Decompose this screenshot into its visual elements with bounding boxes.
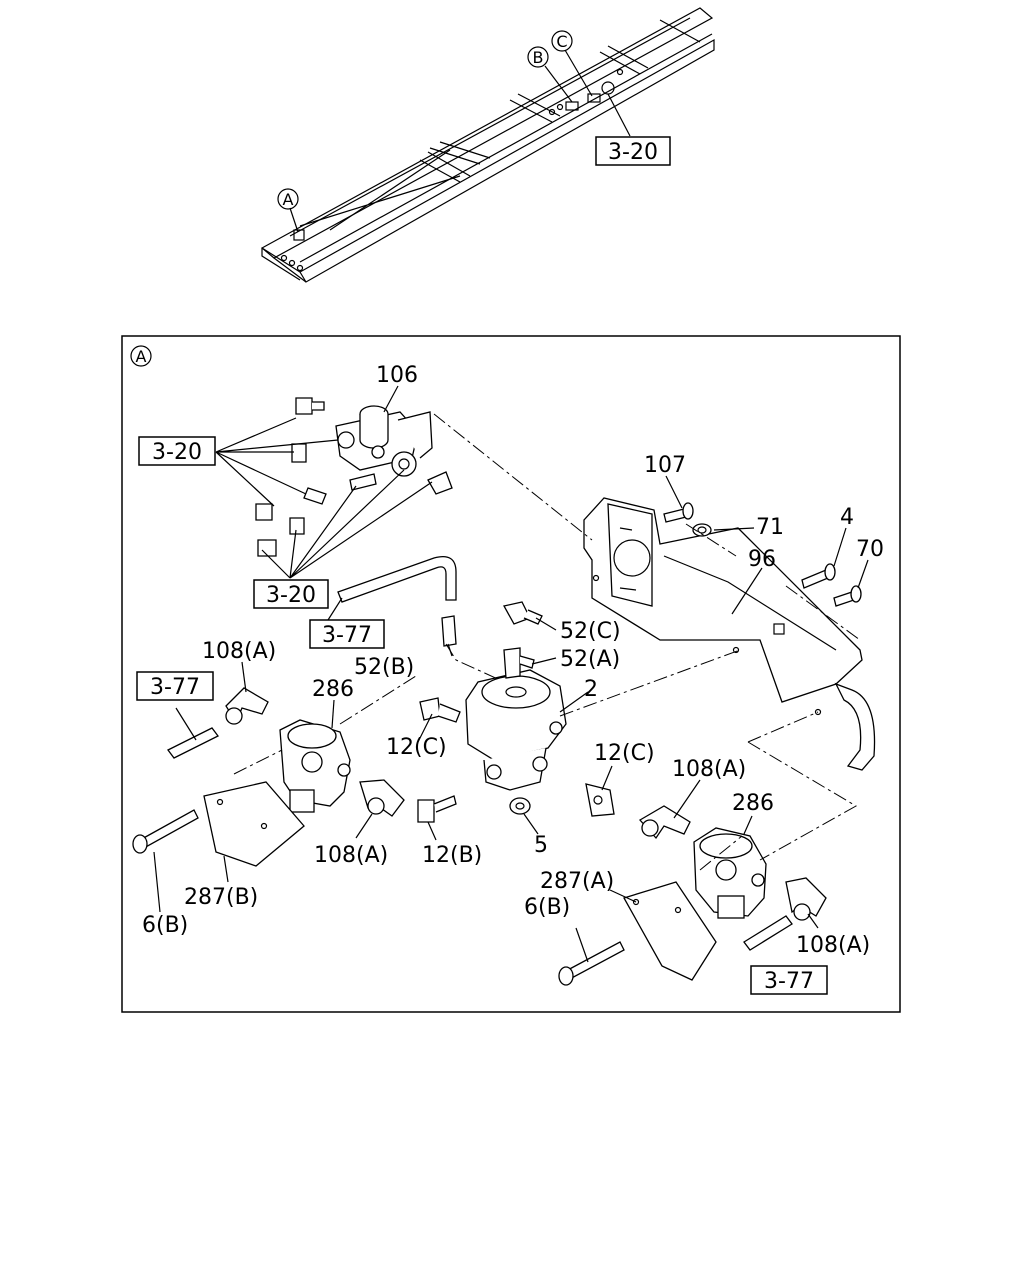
label-108a-right-bottom: 108(A): [796, 933, 870, 958]
label-6b-left: 6(B): [142, 913, 188, 938]
fitting-12b: [417, 795, 457, 823]
fittings-3-20-group: [255, 397, 453, 557]
bolt-4: [801, 563, 836, 589]
callout-top-b-text: B: [533, 48, 544, 67]
callout-top-a-text: A: [283, 190, 294, 209]
bolt-6b-right: [558, 941, 625, 986]
label-287b: 287(B): [184, 885, 258, 910]
callout-top-c: C: [551, 30, 573, 52]
fitting-52b: [441, 615, 457, 647]
label-5: 5: [534, 833, 548, 858]
label-6b-right: 6(B): [524, 895, 570, 920]
ref-box-3-20-mid: 3-20: [253, 579, 329, 609]
label-52b: 52(B): [354, 655, 414, 680]
label-52a: 52(A): [560, 647, 620, 672]
bracket-96: [583, 497, 876, 771]
svg-text:3-20: 3-20: [608, 140, 658, 165]
bolt-107: [663, 502, 694, 523]
label-286-right: 286: [732, 791, 774, 816]
bolt-6b-left: [132, 809, 199, 854]
label-12b: 12(B): [422, 843, 482, 868]
label-108a-top: 108(A): [202, 639, 276, 664]
label-96: 96: [748, 547, 776, 572]
ref-box-3-77-hose: 3-77: [309, 619, 385, 649]
callout-panel-a: A: [130, 345, 152, 367]
ref-box-3-77-left: 3-77: [136, 671, 214, 701]
label-4: 4: [840, 505, 854, 530]
fitting-108a-right-bottom: [785, 877, 827, 921]
label-107: 107: [644, 453, 686, 478]
chassis-frame: [260, 7, 715, 283]
nut-71: [692, 523, 712, 537]
label-106: 106: [376, 363, 418, 388]
svg-text:3-77: 3-77: [150, 675, 200, 700]
hose-3-77: [327, 555, 457, 621]
fitting-12c-right: [585, 783, 615, 817]
callout-top-a: A: [277, 188, 299, 210]
label-12c-left: 12(C): [386, 735, 447, 760]
svg-text:A: A: [136, 347, 147, 366]
fitting-52a: [503, 647, 535, 679]
label-70: 70: [856, 537, 884, 562]
fitting-108a-mid: [359, 779, 405, 817]
label-71: 71: [756, 515, 784, 540]
valve-106: [335, 405, 433, 477]
fitting-108a-right-top: [638, 805, 691, 840]
part-leaders: [153, 385, 869, 963]
bolt-70: [833, 585, 862, 607]
valve-286-left: [279, 719, 351, 813]
label-52c: 52(C): [560, 619, 621, 644]
part-labels: 106 107 71 4 70 96 52(C) 52(B) 52(A) 108…: [142, 363, 884, 958]
svg-text:3-20: 3-20: [152, 440, 202, 465]
label-108a-right-top: 108(A): [672, 757, 746, 782]
cover-287b: [203, 781, 305, 867]
callout-top-b: B: [527, 46, 549, 68]
label-287a: 287(A): [540, 869, 614, 894]
fitting-52c: [503, 601, 543, 625]
valve-286-right: [693, 827, 767, 919]
fitting-108a-top-left: [225, 687, 269, 725]
svg-text:3-77: 3-77: [764, 969, 814, 994]
label-286-left: 286: [312, 677, 354, 702]
svg-text:3-77: 3-77: [322, 623, 372, 648]
relay-valve-2: [465, 650, 567, 791]
ref-box-3-20-top: 3-20: [595, 136, 671, 166]
leaders-3-20: [215, 417, 433, 579]
ref-box-3-20-left: 3-20: [138, 436, 216, 466]
tube-3-77-right: [743, 915, 793, 951]
detail-panel-a-frame: [121, 335, 901, 1013]
callout-top-c-text: C: [556, 32, 567, 51]
svg-text:3-20: 3-20: [266, 583, 316, 608]
label-108a-mid: 108(A): [314, 843, 388, 868]
nut-5: [509, 797, 531, 815]
alignment-lines: [233, 413, 861, 871]
ref-box-3-77-right: 3-77: [750, 965, 828, 995]
fitting-12c-left: [419, 697, 461, 723]
cover-287a: [623, 881, 717, 981]
tube-3-77-left: [167, 707, 219, 759]
label-2: 2: [584, 677, 598, 702]
label-12c-right: 12(C): [594, 741, 655, 766]
